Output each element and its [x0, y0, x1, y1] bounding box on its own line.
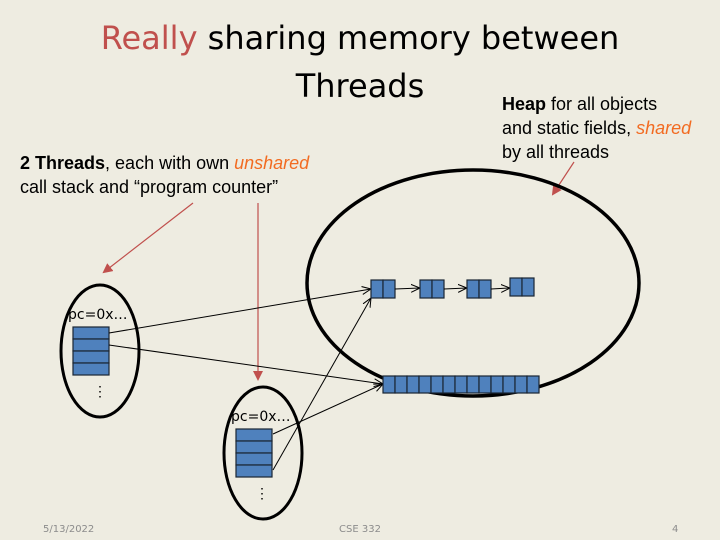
heap-bold: Heap — [502, 94, 546, 114]
ref-t1-array — [108, 344, 383, 384]
callout-arrow-thread1 — [102, 202, 194, 274]
heap-ellipse — [305, 168, 641, 398]
stack-frame — [235, 452, 273, 466]
threads-bold: 2 Threads — [20, 153, 105, 173]
array-cell — [430, 375, 444, 394]
ref-t2-list — [272, 298, 371, 471]
thread1-pc: pc=0x… — [68, 307, 128, 323]
threads-unshared: unshared — [234, 153, 310, 173]
stack-frame — [235, 464, 273, 478]
footer-course: CSE 332 — [339, 524, 381, 535]
list-next-arrow — [443, 288, 467, 289]
list-node-next — [431, 279, 445, 299]
heap-line2: and static fields, — [502, 118, 636, 138]
heap-array — [382, 375, 540, 394]
callout-arrow-heap — [551, 161, 575, 196]
list-node-field — [370, 279, 384, 299]
thread2-pc: pc=0x… — [231, 409, 291, 425]
array-cell — [466, 375, 480, 394]
ref-t2-array — [272, 384, 383, 435]
stack-frame — [72, 326, 110, 340]
stack-frame — [72, 362, 110, 376]
array-cell — [454, 375, 468, 394]
list-node-field — [419, 279, 433, 299]
threads-note: 2 Threads, each with own unshared call s… — [20, 153, 310, 197]
heap-linked-list — [370, 277, 535, 299]
stack-frame — [72, 350, 110, 364]
thread2-ellipse — [222, 385, 304, 521]
title-highlight: Really — [101, 19, 198, 57]
stack-frame — [235, 428, 273, 442]
svg-text:Heap for all objects: Heap for all objects — [502, 94, 657, 114]
array-cell — [526, 375, 540, 394]
array-cell — [502, 375, 516, 394]
title-line2: Threads — [295, 67, 425, 105]
footer-date: 5/13/2022 — [43, 524, 94, 535]
svg-text:and static fields, shared: and static fields, shared — [502, 118, 692, 138]
thread2-stack — [235, 428, 273, 478]
thread1-stack — [72, 326, 110, 376]
thread2-ellipsis: ⋮ — [255, 485, 269, 501]
heap-line3: by all threads — [502, 142, 609, 162]
list-node-field — [509, 277, 523, 297]
ref-t1-list — [108, 289, 371, 334]
array-cell — [394, 375, 408, 394]
list-node-field — [466, 279, 480, 299]
slide-title: Really sharing memory between — [101, 19, 620, 57]
array-cell — [382, 375, 396, 394]
heap-shared: shared — [636, 118, 692, 138]
array-cell — [406, 375, 420, 394]
threads-line1: , each with own — [105, 153, 234, 173]
array-cell — [418, 375, 432, 394]
heap-note: Heap for all objects and static fields, … — [502, 94, 692, 162]
svg-text:2 Threads, each with own unsha: 2 Threads, each with own unshared — [20, 153, 310, 173]
threads-line2: call stack and “program counter” — [20, 177, 278, 197]
array-cell — [514, 375, 528, 394]
heap-line1: for all objects — [546, 94, 657, 114]
stack-frame — [235, 440, 273, 454]
array-cell — [478, 375, 492, 394]
list-node-next — [521, 277, 535, 297]
title-rest: sharing memory between — [198, 19, 620, 57]
thread1-ellipsis: ⋮ — [93, 383, 107, 399]
list-node-next — [478, 279, 492, 299]
list-next-arrow — [490, 288, 510, 289]
list-next-arrow — [394, 288, 420, 289]
list-node-next — [382, 279, 396, 299]
array-cell — [490, 375, 504, 394]
thread1-ellipse — [59, 283, 141, 419]
stack-frame — [72, 338, 110, 352]
footer-page-number: 4 — [672, 524, 678, 535]
array-cell — [442, 375, 456, 394]
